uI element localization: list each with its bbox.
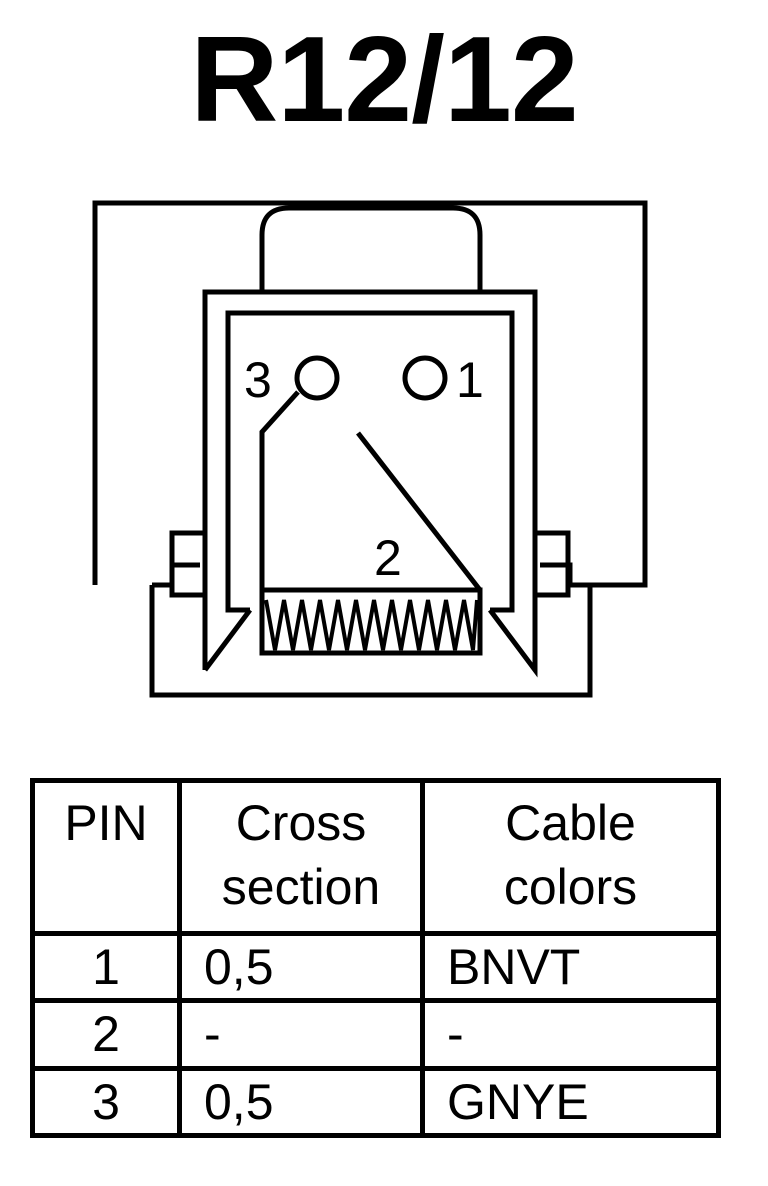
connector-title: R12/12 bbox=[190, 11, 578, 147]
cross-section-cell: 0,5 bbox=[177, 930, 425, 1004]
base-plate bbox=[149, 562, 593, 698]
pin-cell: 2 bbox=[30, 998, 182, 1071]
pin-3-wire bbox=[259, 390, 300, 590]
header-pin: PIN bbox=[30, 778, 182, 936]
cable-color-cell: BNVT bbox=[420, 930, 721, 1004]
table-row: 2 - - bbox=[30, 998, 721, 1071]
pin-3-label: 3 bbox=[244, 352, 272, 408]
insert-frame-outer bbox=[202, 289, 538, 678]
spring-contact bbox=[264, 599, 479, 651]
table-header-row: PIN Cross section Cable colors bbox=[30, 778, 721, 936]
outer-housing bbox=[92, 200, 648, 588]
pin-3-contact bbox=[294, 355, 340, 401]
pin-2-wire bbox=[356, 431, 482, 592]
table-row: 1 0,5 BNVT bbox=[30, 930, 721, 1004]
insert-frame-inner bbox=[225, 310, 515, 613]
pin-table: PIN Cross section Cable colors 1 0,5 BNV… bbox=[30, 778, 721, 1139]
contact-block bbox=[259, 587, 483, 656]
cable-color-cell: - bbox=[420, 998, 721, 1071]
pin-cell: 3 bbox=[30, 1065, 182, 1139]
pin-cell: 1 bbox=[30, 930, 182, 1004]
top-tab bbox=[259, 205, 483, 290]
connector-diagram: 3 1 2 bbox=[92, 200, 648, 698]
cable-color-cell: GNYE bbox=[420, 1065, 721, 1139]
pin-1-contact bbox=[402, 355, 448, 401]
pin-1-label: 1 bbox=[456, 352, 484, 408]
cross-section-cell: - bbox=[177, 998, 425, 1071]
cross-section-cell: 0,5 bbox=[177, 1065, 425, 1139]
header-cable-colors: Cable colors bbox=[420, 778, 721, 936]
pin-2-label: 2 bbox=[374, 530, 402, 586]
header-cross-section: Cross section bbox=[177, 778, 425, 936]
table-row: 3 0,5 GNYE bbox=[30, 1065, 721, 1139]
